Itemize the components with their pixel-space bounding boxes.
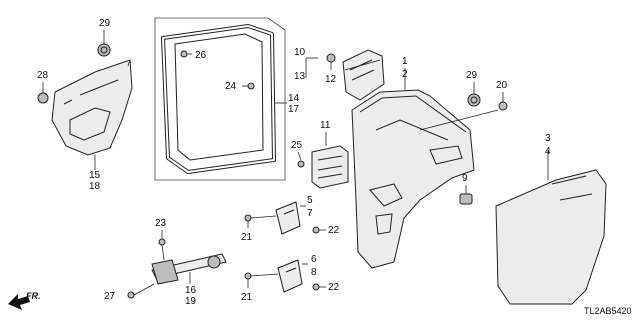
grommet-28: [37, 92, 49, 104]
lower-hinge: [277, 259, 303, 293]
door-inner-insulator: [51, 59, 133, 156]
bolt-23: [158, 230, 166, 261]
callout-24: 24: [225, 81, 237, 92]
weatherstrip-frame: [154, 17, 286, 181]
grommet-29-left: [97, 43, 111, 57]
diagram-code: TL2AB5420: [584, 306, 632, 316]
door-lock-actuator: [342, 49, 385, 101]
clip-26: [180, 50, 188, 58]
stopper-9: [459, 193, 473, 205]
callout-4: 4: [545, 146, 551, 157]
callout-23: 23: [155, 218, 167, 229]
callout-8: 8: [311, 267, 317, 278]
grommet-29-right: [467, 93, 481, 107]
callout-17: 17: [288, 104, 300, 115]
callout-13: 13: [294, 71, 306, 82]
callout-27: 27: [104, 291, 116, 302]
callout-22-upper: 22: [328, 225, 340, 236]
callout-29-right: 29: [466, 70, 478, 81]
callout-16: 16: [185, 285, 197, 296]
rear-door-frame: [351, 89, 475, 269]
callout-21-upper: 21: [241, 232, 253, 243]
callout-11: 11: [320, 120, 331, 131]
direction-label: FR.: [26, 291, 41, 301]
callout-28: 28: [37, 70, 49, 81]
callout-3: 3: [545, 133, 551, 144]
callout-18: 18: [89, 181, 101, 192]
callout-6: 6: [311, 254, 317, 265]
callout-29-left: 29: [99, 18, 111, 29]
callout-22-lower: 22: [328, 282, 340, 293]
callout-2: 2: [402, 69, 408, 80]
callout-20: 20: [496, 80, 508, 91]
callout-14: 14: [288, 93, 300, 104]
callout-9: 9: [462, 173, 468, 184]
callout-12: 12: [325, 74, 337, 85]
door-control-unit: [311, 145, 349, 189]
callout-15: 15: [89, 170, 101, 181]
bolt-22-upper: [312, 226, 326, 234]
bolt-22-lower: [312, 283, 326, 291]
callout-10: 10: [294, 47, 306, 58]
callout-26: 26: [195, 50, 207, 61]
door-checker: [151, 253, 227, 285]
callout-1: 1: [402, 56, 408, 67]
rear-door-skin: [495, 169, 607, 305]
front-direction-arrow-icon: [8, 294, 30, 310]
clip-24: [247, 82, 255, 90]
bolt-27: [127, 283, 155, 299]
callout-19: 19: [185, 296, 197, 307]
callout-25: 25: [291, 140, 303, 151]
clip-20: [498, 101, 508, 111]
bolt-21-lower: [244, 272, 279, 288]
screw-12: [326, 53, 336, 70]
screw-25: [297, 160, 305, 168]
upper-hinge: [275, 201, 301, 235]
bolt-21-upper: [244, 214, 277, 228]
callout-21-lower: 21: [241, 292, 253, 303]
callout-5: 5: [307, 195, 313, 206]
callout-7: 7: [307, 208, 313, 219]
